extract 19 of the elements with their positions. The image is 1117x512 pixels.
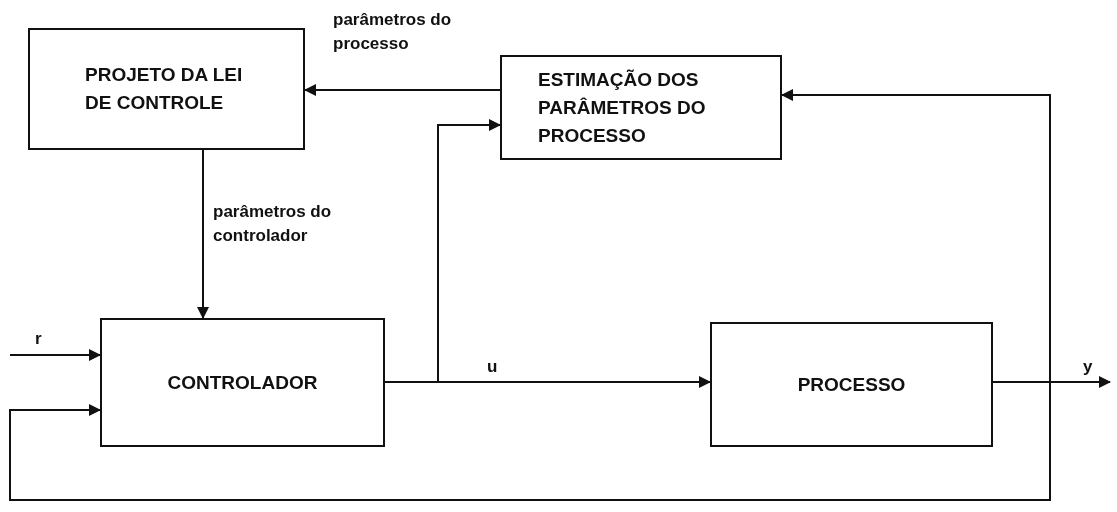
box-label: PROJETO DA LEI DE CONTROLE	[85, 63, 244, 115]
edge-label: r	[35, 328, 43, 350]
arrow	[781, 89, 1051, 383]
arrow	[9, 381, 1051, 501]
process-box	[710, 322, 993, 447]
edge-label: parâmetros do controlador	[213, 201, 333, 247]
box-label: PROCESSO	[797, 372, 906, 397]
edge-label: y	[1083, 356, 1094, 378]
arrow	[9, 349, 101, 361]
box-label: CONTROLADOR	[167, 370, 318, 395]
arrow	[384, 119, 501, 383]
arrow	[197, 149, 209, 319]
arrow	[304, 84, 501, 96]
edge-label: parâmetros do processo	[333, 9, 453, 55]
box-label: ESTIMAÇÃO DOS PARÂMETROS DO PROCESSO	[538, 67, 707, 148]
process-box	[28, 28, 305, 150]
process-box	[500, 55, 782, 160]
edge-label: u	[487, 356, 499, 378]
process-box	[100, 318, 385, 447]
